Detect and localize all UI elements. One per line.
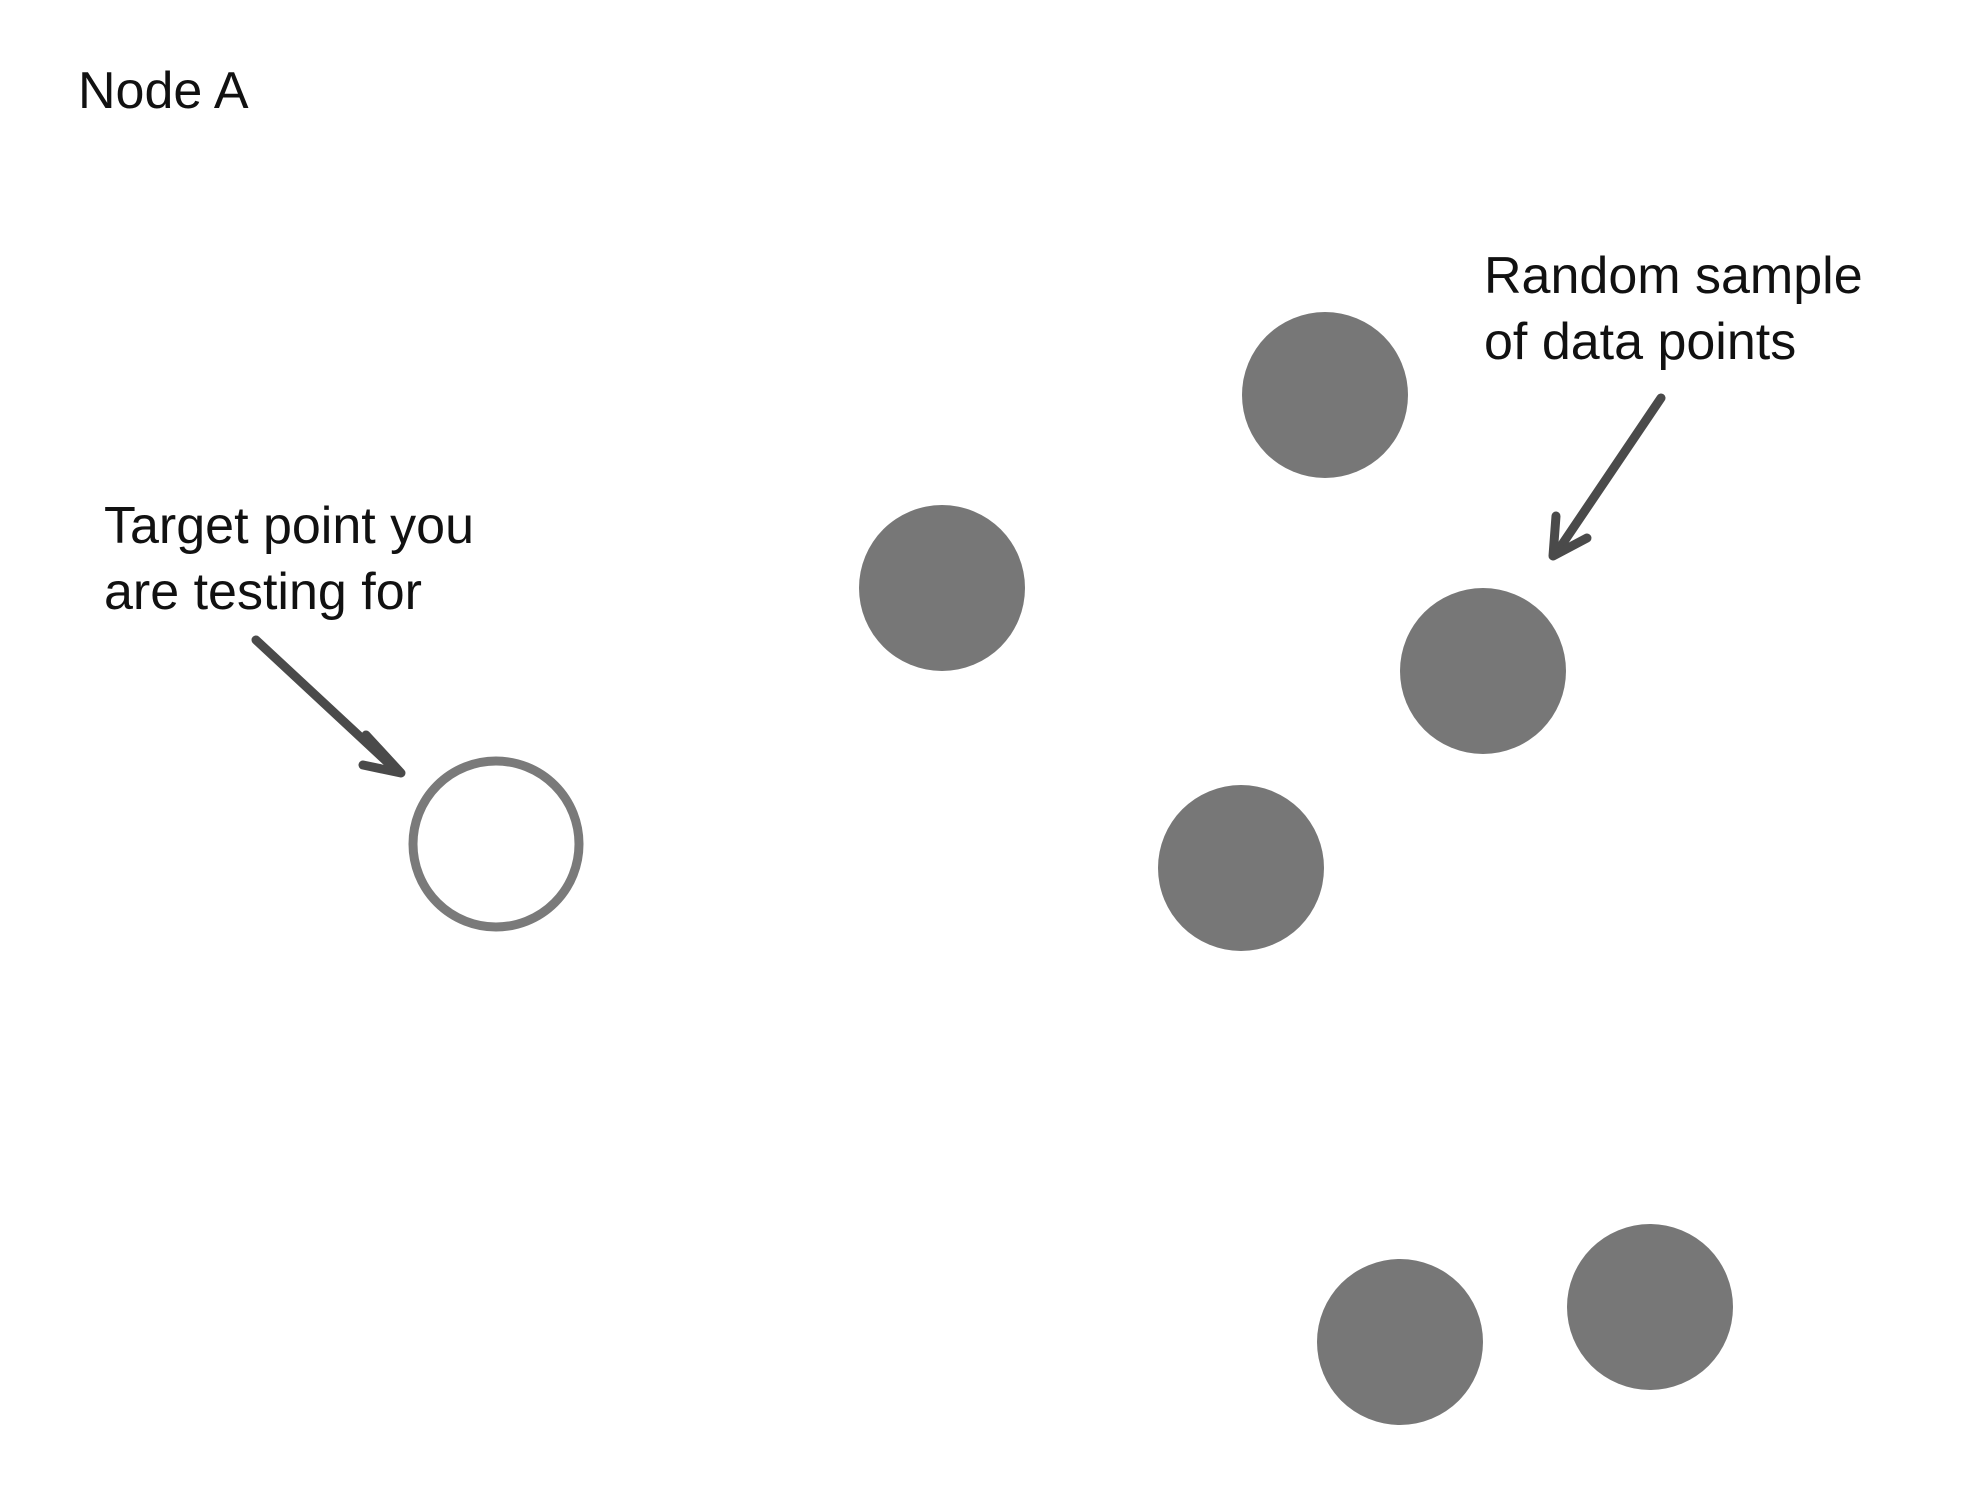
sample-annotation-line-2: of data points bbox=[1484, 313, 1797, 371]
sample-point bbox=[1158, 785, 1324, 951]
sample-point bbox=[1567, 1224, 1733, 1390]
sample-arrow bbox=[1548, 393, 1666, 561]
node-title-text: Node A bbox=[78, 62, 249, 120]
target-point bbox=[408, 756, 584, 932]
target-point-annotation: Target point you are testing for bbox=[104, 493, 474, 625]
node-title: Node A bbox=[78, 58, 249, 124]
target-arrow-head bbox=[358, 730, 406, 778]
target-annotation-line-2: are testing for bbox=[104, 563, 422, 621]
sample-point bbox=[1400, 588, 1566, 754]
sample-point bbox=[859, 505, 1025, 671]
sample-points-group bbox=[859, 312, 1733, 1425]
target-annotation-line-1: Target point you bbox=[104, 497, 475, 555]
sample-point bbox=[1317, 1259, 1483, 1425]
target-arrow bbox=[251, 635, 406, 778]
sample-arrow-shaft bbox=[1552, 393, 1666, 557]
sample-annotation-line-1: Random sample bbox=[1484, 247, 1863, 305]
random-sample-annotation: Random sample of data points bbox=[1484, 243, 1863, 375]
sample-arrow-head bbox=[1548, 511, 1592, 561]
sample-point bbox=[1242, 312, 1408, 478]
